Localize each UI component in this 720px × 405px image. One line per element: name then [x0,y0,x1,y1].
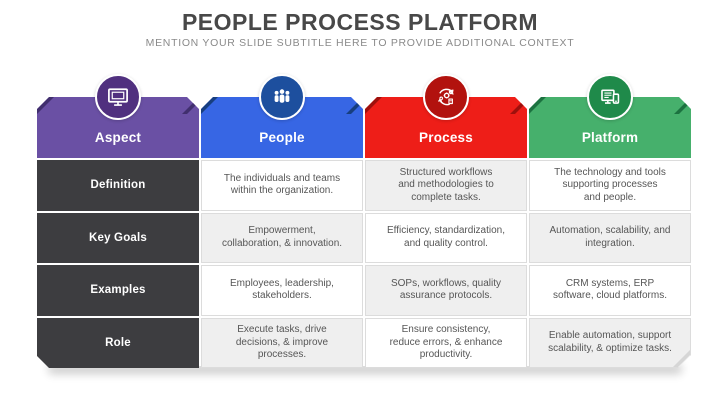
devices-icon [597,84,623,110]
process-header-band: Process [365,97,527,158]
monitor-icon [105,84,131,110]
people-column: People The individuals and teams within … [201,74,363,368]
table-cell-platform-definition: The technology and tools supporting proc… [529,160,691,211]
table-cell-people-definition: The individuals and teams within the org… [201,160,363,211]
slide-subtitle: MENTION YOUR SLIDE SUBTITLE HERE TO PROV… [145,37,575,49]
row-label-definition: Definition [37,160,199,211]
process-header-label: Process [419,130,473,145]
aspect-header-label: Aspect [94,130,142,145]
table-cell-process-key-goals: Efficiency, standardization, and quality… [365,212,527,263]
table-cell-process-role: Ensure consistency, reduce errors, & enh… [365,317,527,368]
aspect-icon-circle [95,74,141,120]
table-cell-process-definition: Structured workflows and methodologies t… [365,160,527,211]
people-icon-circle [259,74,305,120]
row-label-role: Role [37,318,199,369]
table-cell-process-examples: SOPs, workflows, quality assurance proto… [365,265,527,316]
row-label-examples: Examples [37,265,199,316]
table-cell-people-role: Execute tasks, drive decisions, & improv… [201,317,363,368]
slide-title: PEOPLE PROCESS PLATFORM [181,9,539,35]
team-icon [269,84,295,110]
platform-icon-circle [587,74,633,120]
table-cell-platform-role: Enable automation, support scalability, … [529,318,691,369]
people-header-label: People [259,130,305,145]
table-cell-people-key-goals: Empowerment, collaboration, & innovation… [201,212,363,263]
process-icon-circle [423,74,469,120]
platform-header-label: Platform [581,130,639,145]
table-cell-platform-examples: CRM systems, ERP software, cloud platfor… [529,265,691,316]
aspect-column: Aspect Definition Key Goals Examples Rol… [37,74,199,368]
process-column: Process Structured workflows and methodo… [365,74,527,368]
row-label-key-goals: Key Goals [37,212,199,263]
workflow-gear-icon [433,84,459,110]
table-cell-platform-key-goals: Automation, scalability, and integration… [529,212,691,263]
platform-column: Platform The technology and tools suppor… [529,74,691,368]
table-cell-people-examples: Employees, leadership, stakeholders. [201,265,363,316]
